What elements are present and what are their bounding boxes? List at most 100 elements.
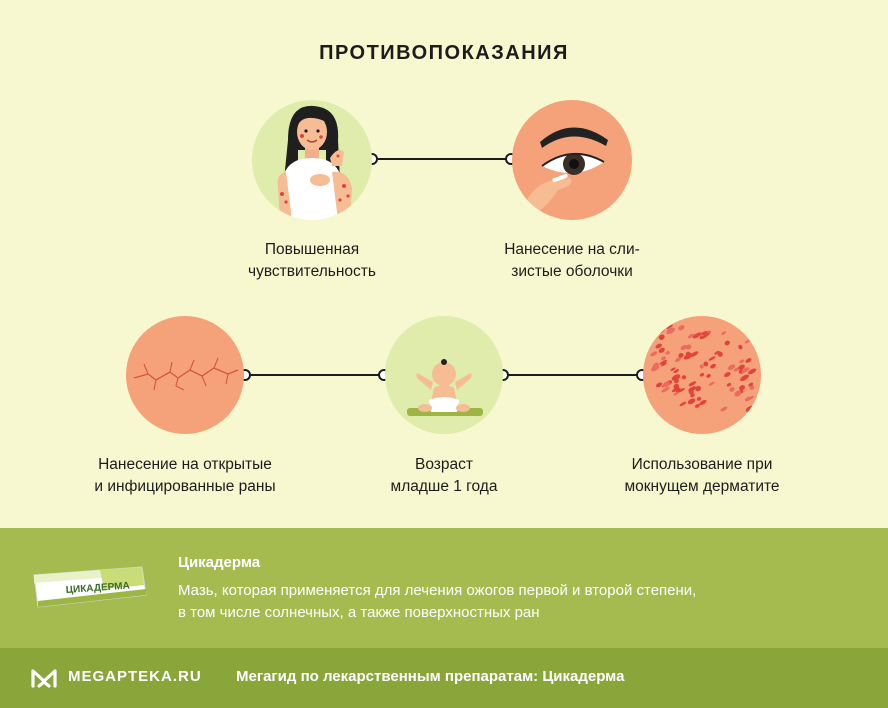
caption-line: мокнущем дерматите — [624, 478, 780, 495]
rash-spot — [659, 359, 668, 365]
rash-spot — [721, 331, 727, 335]
rash-spot — [650, 351, 658, 357]
rash-spot — [744, 339, 751, 344]
mucous-membranes-circle — [512, 100, 632, 220]
caption-line: Нанесение на открытые — [98, 456, 272, 473]
rash-spot — [720, 406, 728, 412]
product-band — [0, 528, 888, 648]
rash-spot — [673, 369, 679, 374]
product-description-line: в том числе солнечных, а также поверхнос… — [178, 604, 540, 621]
rash-spot — [749, 385, 755, 390]
rash-spot — [729, 387, 735, 392]
caption-line: и инфицированные раны — [94, 478, 276, 495]
rash-spot — [703, 361, 709, 367]
rash-spot — [679, 401, 687, 407]
rash-spot — [655, 382, 663, 388]
rash-spot — [747, 368, 757, 375]
rash-spot — [685, 344, 692, 350]
rash-spot — [738, 364, 745, 370]
rash-spot — [690, 351, 699, 357]
rash-spot — [681, 375, 687, 380]
rash-spot — [745, 358, 752, 363]
rash-spot — [699, 399, 707, 406]
eye-icon — [526, 127, 608, 214]
rash-spot — [662, 381, 670, 388]
rash-spot — [661, 386, 670, 393]
package-label: ЦИКАДЕРМА — [65, 581, 130, 596]
rash-spot — [671, 374, 681, 381]
rash-spot — [688, 389, 694, 395]
rash-spot — [699, 372, 705, 377]
dermatitis-rash-icon — [650, 324, 757, 412]
rash-spot — [745, 405, 754, 412]
rash-spot — [694, 403, 700, 408]
rash-spot — [658, 347, 665, 353]
cracked-skin-icon — [133, 357, 239, 391]
rash-spot — [678, 352, 684, 358]
rash-spot — [688, 381, 697, 387]
caption-mucous-membranes: Нанесение на сли- зистые оболочки — [462, 239, 682, 283]
rash-spot — [674, 357, 682, 362]
megapteka-logo-icon — [31, 669, 57, 688]
rash-spot — [748, 382, 754, 387]
caption-open-wounds: Нанесение на открытые и инфицированные р… — [60, 454, 310, 498]
rash-spot — [701, 330, 708, 336]
baby-icon — [407, 359, 483, 416]
rash-spot — [703, 332, 711, 337]
rash-spot — [739, 359, 745, 364]
rash-spot — [727, 364, 736, 371]
rash-spot — [678, 325, 685, 331]
rash-spot — [673, 392, 679, 396]
rash-spot — [658, 334, 665, 340]
rash-spot — [708, 356, 716, 361]
rash-spot — [665, 350, 670, 355]
caption-line: младше 1 года — [390, 478, 498, 495]
age-circle — [385, 316, 503, 434]
rash-spot — [739, 385, 746, 391]
rash-spot — [710, 363, 716, 369]
rash-spot — [741, 367, 750, 374]
product-name: Цикадерма — [178, 554, 261, 571]
rash-spot — [671, 387, 680, 393]
caption-line: зистые оболочки — [511, 263, 633, 280]
rash-spot — [687, 398, 696, 405]
rash-spot — [680, 344, 688, 351]
rash-spot — [724, 340, 730, 346]
rash-spot — [652, 362, 659, 368]
caption-line: чувствительность — [248, 263, 376, 280]
rash-spot — [726, 383, 732, 387]
connector-line — [372, 158, 512, 160]
caption-age: Возраст младше 1 года — [334, 454, 554, 498]
caption-line: Возраст — [415, 456, 473, 473]
rash-spot — [687, 333, 695, 339]
connector-line — [245, 374, 385, 376]
rash-spot — [660, 356, 667, 361]
rash-spot — [695, 385, 702, 392]
caption-line: Нанесение на сли- — [504, 241, 640, 258]
footer-bar — [0, 648, 888, 708]
rash-spot — [692, 332, 702, 339]
page-title: ПРОТИВОПОКАЗАНИЯ — [319, 42, 569, 64]
rash-spot — [683, 353, 693, 360]
rash-spot — [740, 374, 749, 381]
rash-spot — [714, 350, 720, 355]
rash-spot — [724, 372, 731, 378]
open-wounds-circle — [126, 316, 244, 434]
brand-name: MEGAPTEKA.RU — [68, 668, 202, 685]
rash-spot — [706, 373, 711, 378]
product-description: Мазь, которая применяется для лечения ож… — [178, 580, 696, 624]
rash-spot — [699, 364, 704, 369]
rash-spot — [666, 324, 673, 329]
rash-spot — [740, 377, 745, 382]
rash-spot — [734, 390, 742, 397]
product-description-line: Мазь, которая применяется для лечения ож… — [178, 582, 697, 599]
caption-dermatitis: Использование при мокнущем дерматите — [592, 454, 812, 498]
woman-rash-icon — [277, 105, 352, 220]
rash-spot — [745, 395, 754, 402]
rash-spot — [733, 367, 740, 372]
rash-spot — [666, 327, 675, 335]
rash-spot — [661, 362, 667, 367]
rash-spot — [708, 381, 715, 386]
rash-spot — [738, 344, 743, 350]
